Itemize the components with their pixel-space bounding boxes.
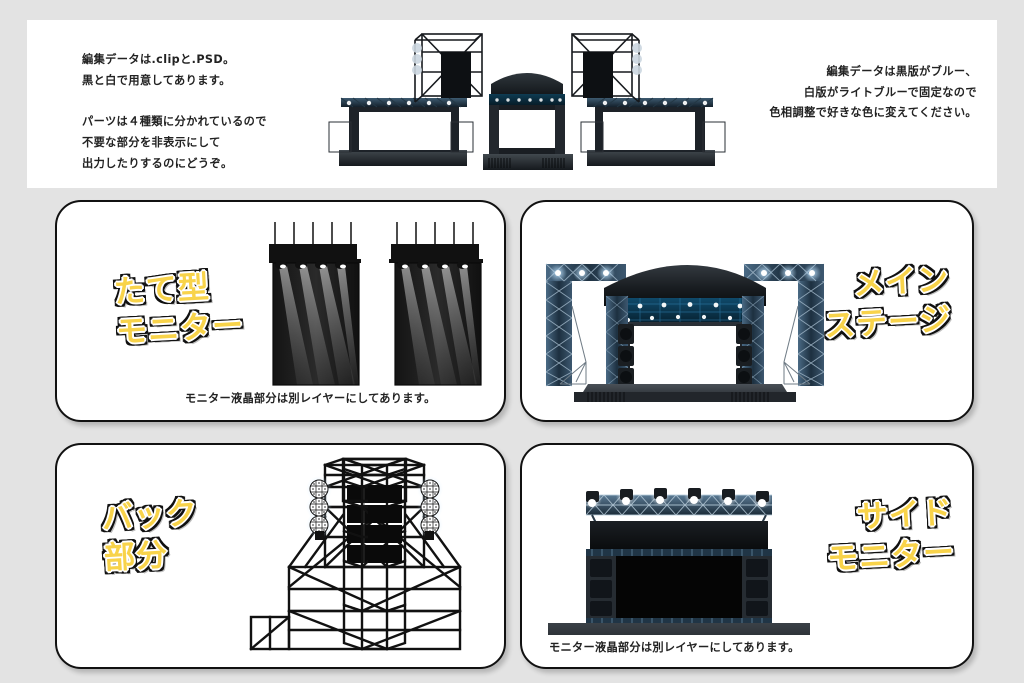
vertical-monitor-illustration xyxy=(267,220,492,392)
full-stage-assembly-illustration xyxy=(327,26,727,186)
caption-side-monitor: モニター液晶部分は別レイヤーにしてあります。 xyxy=(549,641,800,654)
panel-back-section[interactable]: バック 部分 xyxy=(55,443,506,669)
panel-label-back-section: バック 部分 xyxy=(100,495,199,577)
header-band: 編集データは.clipと.PSD。 黒と白で用意してあります。 パーツは４種類に… xyxy=(27,20,997,188)
back-scaffold-illustration xyxy=(247,457,502,655)
header-right-description: 編集データは黒版がブルー、 白版がライトブルーで固定なので 色相調整で好きな色に… xyxy=(769,65,977,120)
panel-label-main-stage: メイン ステージ xyxy=(822,261,952,345)
side-monitor-illustration xyxy=(540,465,840,659)
spotlight-row xyxy=(275,261,347,269)
panel-main-stage[interactable]: メイン ステージ xyxy=(520,200,974,422)
panel-label-side-monitor: サイド モニター xyxy=(826,494,956,578)
panel-side-monitor[interactable]: サイド モニター xyxy=(520,443,974,669)
panel-vertical-monitor[interactable]: たて型 モニター xyxy=(55,200,506,422)
caption-vertical-monitor: モニター液晶部分は別レイヤーにしてあります。 xyxy=(185,392,436,405)
main-stage-illustration xyxy=(540,232,840,402)
panel-label-vertical-monitor: たて型 モニター xyxy=(112,269,245,351)
header-left-description: 編集データは.clipと.PSD。 黒と白で用意してあります。 パーツは４種類に… xyxy=(82,53,267,170)
